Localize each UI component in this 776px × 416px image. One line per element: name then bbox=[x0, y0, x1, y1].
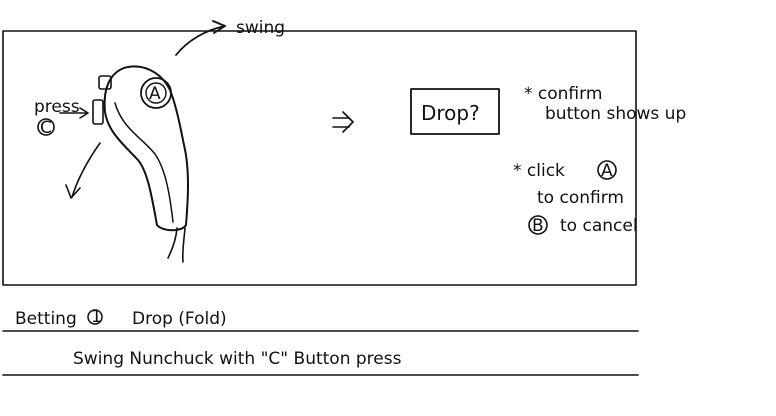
button-a-icon bbox=[597, 160, 617, 180]
section-subtitle: Drop (Fold) bbox=[132, 309, 227, 329]
controller-button-letter: A bbox=[149, 84, 161, 104]
note-click-button-letter: A bbox=[601, 161, 613, 181]
press-button-letter: C bbox=[40, 118, 52, 138]
drop-dialog-label: Drop? bbox=[421, 101, 480, 125]
drop-dialog bbox=[410, 88, 500, 135]
note-confirm-line2: button shows up bbox=[545, 104, 686, 124]
button-b-icon bbox=[528, 215, 548, 235]
note-confirm-line1: * confirm bbox=[524, 84, 602, 104]
swing-arrow bbox=[175, 20, 226, 56]
implies-arrow-icon bbox=[332, 111, 354, 133]
section-number-icon bbox=[87, 309, 103, 325]
section-number: 1 bbox=[91, 307, 102, 327]
press-label: press bbox=[34, 97, 80, 117]
instruction-text: Swing Nunchuck with "C" Button press bbox=[73, 349, 402, 369]
note-cancel-button-letter: B bbox=[532, 216, 544, 236]
press-button-c-icon bbox=[37, 118, 55, 136]
downward-motion-arrow bbox=[65, 142, 101, 199]
press-arrow bbox=[59, 107, 89, 119]
section-title: Betting bbox=[15, 309, 77, 329]
nunchuck-icon bbox=[92, 65, 189, 263]
note-cancel-text: to cancel bbox=[560, 216, 638, 236]
swing-label: swing bbox=[236, 18, 285, 38]
storyboard-frame bbox=[2, 30, 637, 286]
note-click-line1: * click bbox=[513, 161, 565, 181]
note-click-line2: to confirm bbox=[537, 188, 624, 208]
